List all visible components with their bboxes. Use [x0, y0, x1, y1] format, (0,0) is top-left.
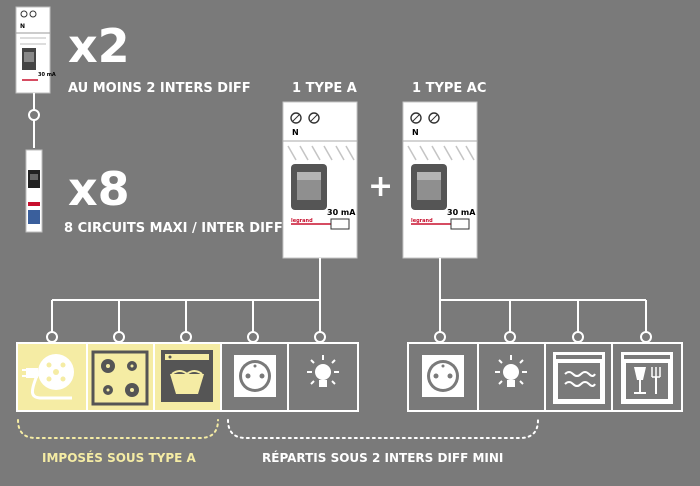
socket-icon	[422, 355, 464, 397]
oven-icon	[553, 352, 605, 404]
device-ac-label: 1 TYPE AC	[412, 81, 486, 96]
wiring-type-a	[51, 258, 321, 332]
washing-machine-icon	[161, 350, 213, 402]
multiplier-x2: x2	[68, 19, 130, 73]
device-a-label: 1 TYPE A	[292, 81, 357, 96]
caption-8-circuits: 8 CIRCUITS MAXI / INTER DIFF	[64, 221, 283, 236]
plus-sign: +	[368, 169, 393, 204]
device-ac-rating: 30 mA	[447, 208, 476, 217]
electric-vehicle-icon	[22, 354, 74, 400]
bracket-imposed	[17, 419, 219, 439]
device-ac-neutral: N	[412, 128, 419, 137]
caption-at-least-2: AU MOINS 2 INTERS DIFF	[68, 81, 251, 96]
device-ac-brand: legrand	[411, 218, 433, 224]
device-a-neutral: N	[292, 128, 299, 137]
device-a-rating: 30 mA	[327, 208, 356, 217]
wiring-type-ac	[439, 258, 647, 332]
multiplier-x8: x8	[68, 162, 130, 216]
legend-rcd-neutral: N	[20, 23, 25, 30]
legend-rcd-rating: 30 mA	[38, 72, 56, 78]
light-bulb-icon	[495, 355, 527, 387]
caption-spread-2-rcd: RÉPARTIS SOUS 2 INTERS DIFF MINI	[262, 450, 503, 465]
device-a-brand: legrand	[291, 218, 313, 224]
wiring-nodes-ac	[434, 331, 652, 343]
light-bulb-icon	[307, 355, 339, 387]
box-cooktop	[86, 342, 155, 412]
dishwasher-icon	[621, 352, 673, 404]
legend-connector-node	[28, 109, 40, 121]
rcd-type-a: N legrand 30 mA	[282, 101, 358, 259]
wiring-nodes-a	[46, 331, 326, 343]
legend-mcb	[25, 149, 43, 233]
socket-icon	[234, 355, 276, 397]
caption-imposed-type-a: IMPOSÉS SOUS TYPE A	[42, 450, 197, 465]
box-socket-ac	[407, 342, 479, 412]
legend-rcd-small: N 30 mA	[15, 6, 56, 94]
bracket-spread	[227, 419, 539, 439]
rcd-type-ac: N legrand 30 mA	[402, 101, 478, 259]
cooktop-icon	[91, 350, 149, 406]
